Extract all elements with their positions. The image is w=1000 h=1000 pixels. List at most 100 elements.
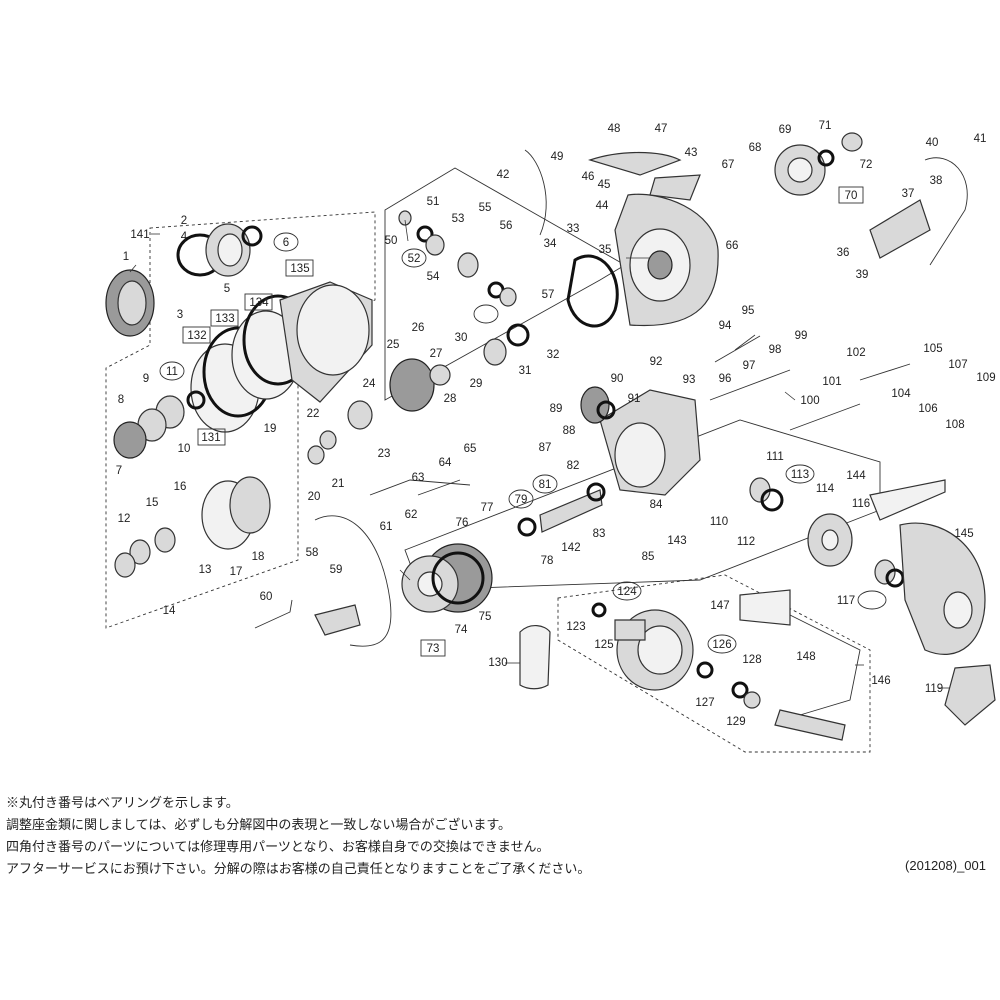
repair-only-part-number-label-73: 73 [427, 643, 440, 655]
part-number-label-127: 127 [695, 697, 714, 709]
bearing-6-ring [241, 225, 263, 247]
note-washers: 調整座金類に関しましては、必ずしも分解図中の表現と一致しない場合がございます。 [6, 817, 512, 832]
note-after-service: アフターサービスにお預け下さい。分解の際はお客様の自己責任となりますことをご了承… [6, 861, 591, 876]
part-number-label-66: 66 [726, 240, 739, 252]
part-number-label-27: 27 [430, 348, 443, 360]
part-number-label-119: 119 [925, 683, 943, 695]
part-number-label-61: 61 [380, 521, 393, 533]
part-number-label-22: 22 [307, 408, 320, 420]
part-number-label-111: 111 [766, 451, 783, 463]
part-number-label-117: 117 [837, 595, 855, 607]
part-number-label-42: 42 [497, 169, 510, 181]
note-repair-parts: 四角付き番号のパーツについては修理専用パーツとなり、お客様自身での交換はできませ… [6, 839, 550, 854]
repair-only-part-number-label-135: 135 [290, 263, 309, 275]
part-number-label-143: 143 [667, 535, 686, 547]
bearing-11-ring [186, 390, 206, 410]
part-number-label-20: 20 [308, 491, 321, 503]
part-number-label-110: 110 [710, 516, 728, 528]
part-number-label-76: 76 [456, 517, 469, 529]
part-number-label-5: 5 [224, 283, 230, 295]
rotor-misc [307, 358, 451, 465]
part-number-label-88: 88 [563, 425, 576, 437]
part-number-label-3: 3 [177, 309, 183, 321]
part-number-label-82: 82 [567, 460, 580, 472]
part-number-label-102: 102 [846, 347, 865, 359]
part-number-label-35: 35 [599, 244, 612, 256]
bearing-part-number-label-52: 52 [408, 253, 421, 265]
part-number-label-114: 114 [816, 483, 835, 495]
handle-parts [519, 589, 861, 741]
part-number-label-64: 64 [439, 457, 452, 469]
part-number-label-15: 15 [146, 497, 159, 509]
part-number-label-12: 12 [118, 513, 131, 525]
part-number-label-37: 37 [902, 188, 915, 200]
part-number-label-92: 92 [650, 356, 663, 368]
body-cover-119 [944, 664, 996, 726]
part-number-label-53: 53 [452, 213, 465, 225]
part-number-label-142: 142 [561, 542, 580, 554]
part-number-label-109: 109 [976, 372, 995, 384]
part-number-label-104: 104 [891, 388, 911, 400]
part-number-label-144: 144 [846, 470, 866, 482]
part-number-label-90: 90 [611, 373, 624, 385]
part-number-label-130: 130 [488, 657, 507, 669]
part-number-label-108: 108 [945, 419, 964, 431]
bail-arm-assembly [524, 132, 968, 266]
part-number-label-2: 2 [181, 215, 187, 227]
part-number-label-56: 56 [500, 220, 513, 232]
part-number-label-36: 36 [837, 247, 850, 259]
part-number-label-1: 1 [123, 251, 129, 263]
part-number-label-129: 129 [726, 716, 745, 728]
rotor-body [566, 193, 719, 328]
part-number-label-13: 13 [199, 564, 212, 576]
drag-knob-5 [205, 223, 251, 277]
part-number-label-54: 54 [427, 271, 440, 283]
part-number-label-26: 26 [412, 322, 425, 334]
reel-foot-frame [869, 479, 986, 655]
part-number-label-21: 21 [332, 478, 345, 490]
part-number-label-85: 85 [642, 551, 655, 563]
part-number-label-46: 46 [582, 171, 595, 183]
part-number-label-17: 17 [230, 566, 243, 578]
part-number-label-91: 91 [628, 393, 641, 405]
part-number-label-45: 45 [598, 179, 611, 191]
part-number-labels: 1234567891011121314151617181920212223242… [116, 120, 996, 728]
part-number-label-95: 95 [742, 305, 755, 317]
part-number-label-43: 43 [685, 147, 698, 159]
part-number-label-19: 19 [264, 423, 277, 435]
part-number-label-63: 63 [412, 472, 425, 484]
note-bearing: ※丸付き番号はベアリングを示します。 [6, 795, 239, 810]
part-number-label-39: 39 [856, 269, 869, 281]
part-number-label-99: 99 [795, 330, 808, 342]
part-number-label-123: 123 [566, 621, 585, 633]
part-number-label-96: 96 [719, 373, 732, 385]
part-number-label-141: 141 [130, 229, 149, 241]
part-number-label-30: 30 [455, 332, 468, 344]
part-number-label-101: 101 [822, 376, 841, 388]
part-number-label-74: 74 [455, 624, 468, 636]
part-number-label-71: 71 [819, 120, 832, 132]
part-number-label-49: 49 [551, 151, 564, 163]
bail-wire [254, 479, 471, 647]
part-number-label-87: 87 [539, 442, 552, 454]
exploded-parts-diagram: 1234567891011121314151617181920212223242… [105, 120, 996, 753]
part-number-label-60: 60 [260, 591, 273, 603]
part-number-label-32: 32 [547, 349, 560, 361]
part-number-label-83: 83 [593, 528, 606, 540]
bearing-part-number-label-79: 79 [515, 494, 528, 506]
part-number-label-106: 106 [918, 403, 937, 415]
main-shaft [709, 335, 911, 431]
part-number-label-41: 41 [974, 133, 987, 145]
spool-body [190, 281, 373, 433]
part-number-label-77: 77 [481, 502, 494, 514]
part-number-label-40: 40 [926, 137, 939, 149]
part-number-label-93: 93 [683, 374, 696, 386]
part-number-label-50: 50 [385, 235, 398, 247]
bearing-part-number-label-126: 126 [712, 639, 731, 651]
part-number-label-72: 72 [860, 159, 873, 171]
part-number-label-146: 146 [871, 675, 890, 687]
part-number-label-145: 145 [954, 528, 973, 540]
part-number-label-78: 78 [541, 555, 554, 567]
part-number-label-89: 89 [550, 403, 563, 415]
handle-group-frame [557, 574, 871, 753]
